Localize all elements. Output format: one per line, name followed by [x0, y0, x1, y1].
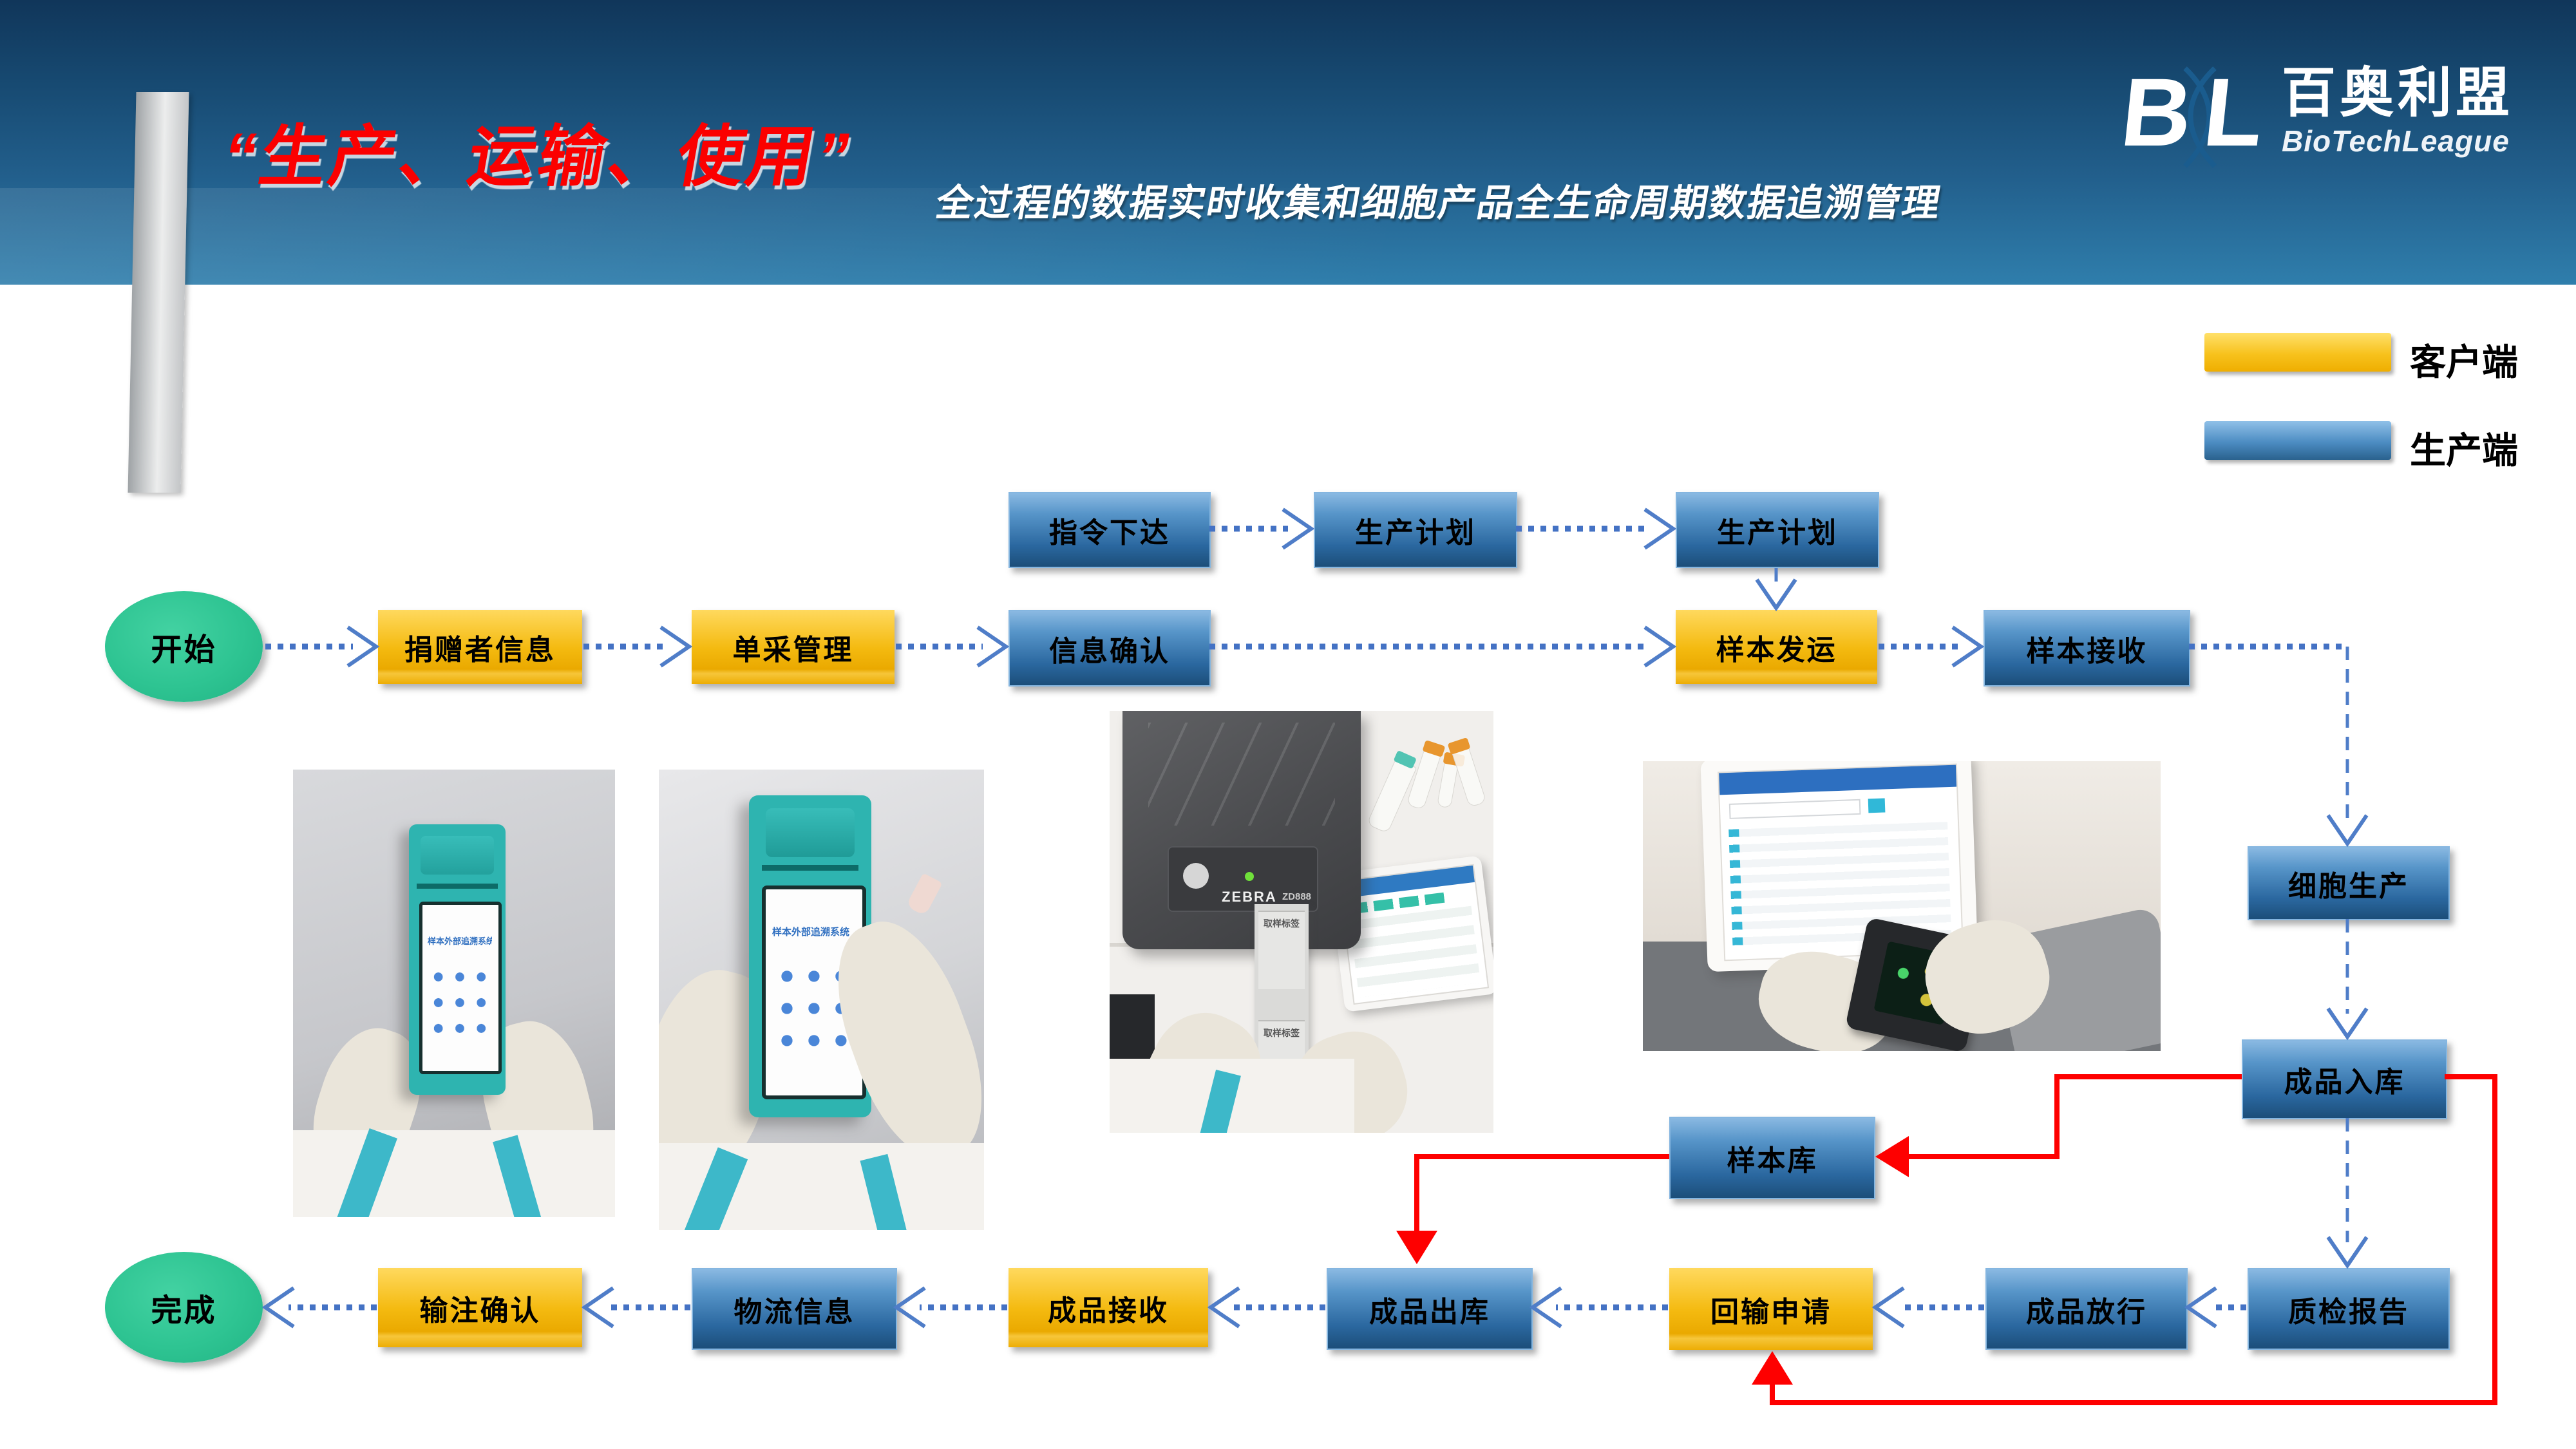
printer-model: ZD888	[1282, 891, 1312, 902]
printer-control-panel: ZEBRA ZD888	[1168, 846, 1318, 912]
chevron-arrowhead	[1871, 1286, 1905, 1329]
tablet-search-field	[1728, 799, 1861, 819]
edge-product_inbound-to-sample_bank	[1908, 1074, 2242, 1159]
chevron-arrowhead	[976, 625, 1010, 668]
chevron-arrowhead	[1755, 578, 1797, 612]
chevron-arrowhead	[659, 625, 693, 668]
pda-app-title: 样本外部追溯系统	[428, 936, 492, 946]
logo-letter-l: L	[2199, 58, 2269, 166]
edge-product_inbound-to-reinfusion_request	[1770, 1074, 2497, 1405]
chevron-arrowhead	[1207, 1286, 1240, 1329]
flow-node-qc_report: 质检报告	[2248, 1268, 2450, 1350]
printer-lid	[421, 836, 494, 875]
logo-bl-dna-icon: B L	[2116, 58, 2270, 171]
chevron-arrowhead	[2326, 814, 2369, 848]
pda-app-icon-grid	[428, 964, 492, 1041]
flow-node-cell_production: 细胞生产	[2248, 846, 2450, 920]
label: 取样标签	[1258, 911, 1305, 989]
chevron-arrowhead	[1643, 507, 1677, 550]
flow-node-finish: 完成	[105, 1252, 263, 1363]
title-accent-bar	[128, 92, 189, 493]
photo-handheld-terminal-1: 样本外部追溯系统	[293, 770, 615, 1217]
chevron-arrowhead	[1951, 625, 1985, 668]
photo-handheld-terminal-2: 样本外部追溯系统	[659, 770, 984, 1230]
legend-production-swatch	[2204, 421, 2391, 460]
handheld-pda-device: 样本外部追溯系统	[409, 824, 506, 1095]
printer-slot	[417, 884, 498, 889]
legend-production-label: 生产端	[2410, 430, 2518, 471]
page-subtitle: 全过程的数据实时收集和细胞产品全生命周期数据追溯管理	[933, 182, 1945, 224]
red-arrowhead	[1396, 1231, 1437, 1264]
flow-node-infusion_confirm: 输注确认	[378, 1268, 582, 1347]
flow-node-logistics_info: 物流信息	[692, 1268, 897, 1350]
flow-node-product_receive: 成品接收	[1009, 1268, 1208, 1347]
flow-node-sample_receive: 样本接收	[1984, 610, 2190, 687]
logo-name-cn: 百奥利盟	[2282, 62, 2514, 123]
chevron-arrowhead	[2184, 1286, 2217, 1329]
chevron-arrowhead	[581, 1286, 614, 1329]
tablet-app-header	[1719, 764, 1957, 795]
page-title: “生产、运输、使用”	[217, 120, 860, 194]
chevron-arrowhead	[1643, 625, 1677, 668]
chevron-arrowhead	[261, 1286, 295, 1329]
power-button-icon	[1183, 863, 1209, 889]
status-led	[1245, 872, 1254, 881]
flow-node-order_issue: 指令下达	[1009, 492, 1211, 568]
pda-screen: 样本外部追溯系统	[419, 902, 502, 1074]
photo-label-printer-station: ZEBRA ZD888 取样标签 取样标签	[1110, 711, 1493, 1133]
flow-node-apheresis: 单采管理	[692, 610, 895, 684]
flow-node-prod_plan_b: 生产计划	[1676, 492, 1879, 568]
dna-helix-icon	[2183, 66, 2217, 168]
printer-slot	[762, 865, 858, 871]
chevron-arrowhead	[2326, 1236, 2369, 1269]
flow-node-reinfusion_request: 回输申请	[1669, 1268, 1873, 1350]
printer-ridges	[1148, 723, 1335, 826]
flow-node-sample_ship: 样本发运	[1676, 610, 1877, 684]
flow-node-prod_plan_a: 生产计划	[1314, 492, 1517, 568]
chevron-arrowhead	[2326, 1007, 2369, 1041]
chevron-arrowhead	[1282, 507, 1315, 550]
photo-tablet-and-scanner	[1643, 761, 2161, 1051]
pda-screen: 样本外部追溯系统	[762, 886, 866, 1099]
chevron-arrowhead	[1529, 1286, 1562, 1329]
logo-name-en: BioTechLeague	[2282, 124, 2510, 158]
header-glare	[0, 188, 2576, 285]
pda-app-title: 样本外部追溯系统	[772, 927, 850, 938]
red-arrowhead	[1752, 1351, 1793, 1385]
legend-client-label: 客户端	[2410, 342, 2518, 383]
sample-tube	[905, 873, 943, 916]
header-band	[0, 0, 2576, 285]
tablet-screen	[1338, 864, 1490, 1005]
edge-sample_bank-to-product_outbound	[1414, 1154, 1669, 1232]
chevron-arrowhead	[346, 625, 380, 668]
flow-node-product_release: 成品放行	[1985, 1268, 2188, 1350]
tablet-search-button	[1868, 798, 1886, 813]
chevron-arrowhead	[893, 1286, 926, 1329]
flow-node-donor_info: 捐赠者信息	[378, 610, 582, 684]
flow-node-sample_bank: 样本库	[1669, 1117, 1875, 1199]
zebra-label-printer: ZEBRA ZD888	[1122, 711, 1361, 949]
flow-node-product_outbound: 成品出库	[1327, 1268, 1533, 1350]
tube-small	[1436, 752, 1466, 809]
tablet-table-rows	[1349, 905, 1481, 998]
red-arrowhead	[1875, 1136, 1909, 1177]
printer-lid	[766, 808, 855, 857]
legend-client-swatch	[2204, 333, 2391, 372]
printer-brand: ZEBRA	[1222, 889, 1277, 905]
flow-node-product_inbound: 成品入库	[2242, 1039, 2447, 1119]
sample-tubes	[1366, 737, 1487, 853]
flow-node-start: 开始	[105, 591, 263, 702]
flow-node-info_confirm: 信息确认	[1009, 610, 1211, 687]
tube-orange-cap	[1447, 737, 1487, 808]
biotechleague-logo: B L 百奥利盟 BioTechLeague	[2116, 58, 2514, 171]
